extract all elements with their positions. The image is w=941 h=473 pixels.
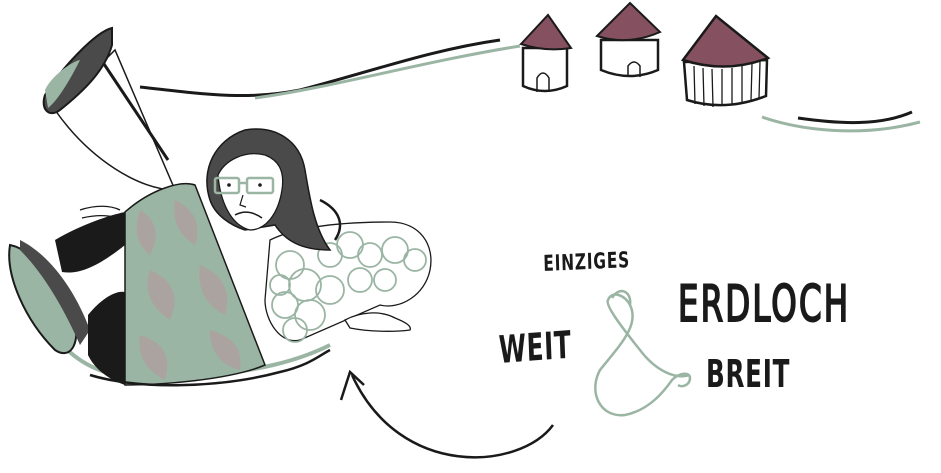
hut-small: [519, 13, 573, 93]
scribble-jacket: [264, 198, 432, 343]
shoe-bottom: [8, 240, 90, 355]
text-breit: BREIT: [706, 352, 791, 396]
text-einziges: EINZIGES: [543, 248, 631, 277]
hut-large: [680, 14, 771, 108]
horizon-line-top: [139, 38, 521, 100]
curved-arrow-icon: [339, 369, 555, 459]
body-outline: [89, 348, 331, 387]
black-tights: [55, 212, 125, 385]
horizon-line-right: [761, 110, 921, 133]
glasses-icon: [213, 176, 275, 195]
woman-head: [206, 128, 332, 251]
text-erdloch: ERDLOCH: [677, 274, 851, 334]
right-hand: [344, 312, 411, 332]
text-weit: WEIT: [498, 322, 573, 372]
patterned-skirt: [124, 183, 266, 386]
ampersand-icon: [594, 289, 692, 417]
hut-medium: [595, 1, 662, 78]
shoe-top: [42, 26, 113, 115]
left-hand: [79, 205, 121, 229]
